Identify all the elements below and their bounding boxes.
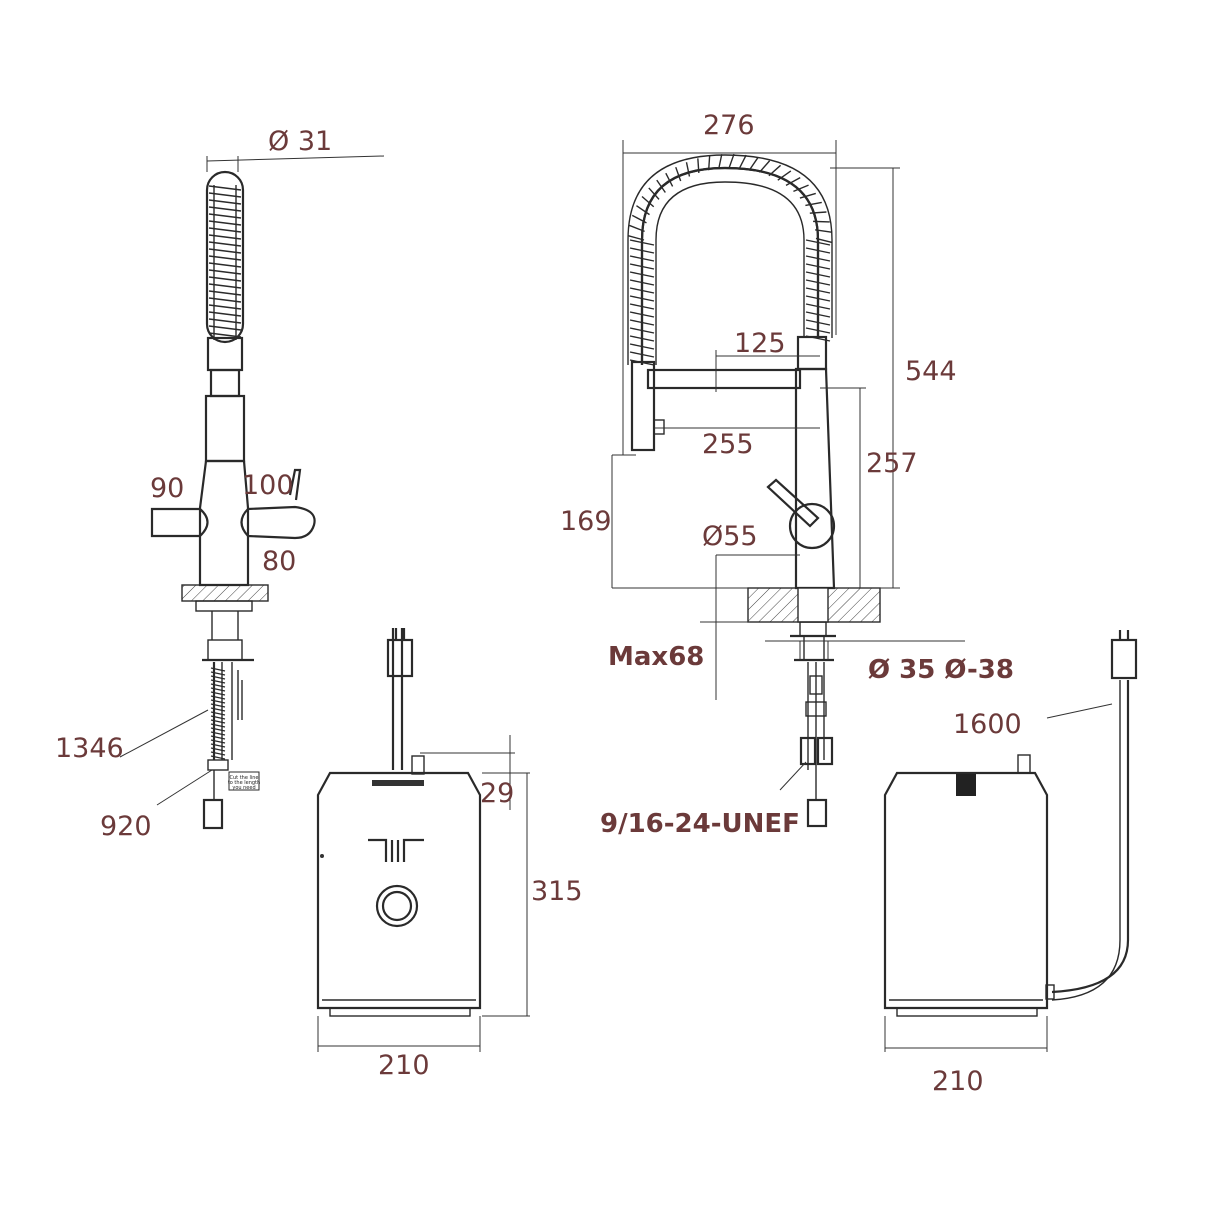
power-button bbox=[375, 884, 419, 928]
dim-90: 90 bbox=[150, 473, 184, 504]
dim-diameter-55: Ø55 bbox=[702, 521, 758, 552]
faucet-front-view bbox=[611, 140, 965, 828]
hoses-side bbox=[202, 662, 243, 830]
dim-29: 29 bbox=[480, 778, 514, 809]
dim-reach-255: 255 bbox=[702, 429, 754, 460]
power-cable bbox=[1051, 680, 1130, 994]
boiler-front-view bbox=[316, 628, 530, 1052]
faucet-body-front bbox=[794, 367, 836, 590]
dim-width-276: 276 bbox=[703, 110, 755, 141]
dim-1600: 1600 bbox=[953, 709, 1022, 740]
dim-max68: Max68 bbox=[608, 642, 704, 672]
dim-diameter-35-38: Ø 35 Ø-38 bbox=[868, 655, 1014, 685]
spray-body bbox=[204, 394, 246, 463]
dim-100: 100 bbox=[242, 470, 294, 501]
plug-left bbox=[386, 638, 414, 678]
handle-lever bbox=[766, 478, 820, 528]
boiler-rear-view bbox=[883, 630, 1138, 1052]
dim-920: 920 bbox=[100, 811, 152, 842]
svg-text:Cut the line: Cut the line bbox=[229, 775, 258, 781]
lever bbox=[288, 468, 302, 501]
dim-height-544: 544 bbox=[905, 356, 957, 387]
boiler-tank-right bbox=[883, 771, 1049, 1010]
mount-nut bbox=[195, 600, 253, 612]
faucet-side-view: Cut the line to the length you need bbox=[119, 155, 385, 830]
brand-logo bbox=[368, 838, 424, 862]
dim-315: 315 bbox=[531, 876, 583, 907]
dim-80: 80 bbox=[262, 546, 296, 577]
svg-text:you need: you need bbox=[232, 785, 255, 791]
handle-hub bbox=[788, 502, 836, 550]
boiler-tank-left bbox=[316, 771, 482, 1010]
right-handle bbox=[240, 505, 316, 540]
dim-257: 257 bbox=[866, 448, 918, 479]
dim-169: 169 bbox=[560, 506, 612, 537]
spring-coil-front bbox=[627, 153, 833, 366]
upper-column bbox=[796, 335, 828, 371]
left-handle bbox=[150, 507, 209, 538]
dim-thread-spec: 9/16-24-UNEF bbox=[600, 809, 800, 839]
deck-mount-side bbox=[181, 584, 269, 602]
spray-head bbox=[209, 368, 241, 398]
dim-210-left: 210 bbox=[378, 1050, 430, 1081]
svg-text:to the length: to the length bbox=[228, 780, 260, 786]
dim-210-right: 210 bbox=[932, 1066, 984, 1097]
spray-head-front bbox=[630, 360, 656, 452]
hose-tag: Cut the line to the length you need bbox=[228, 771, 260, 791]
hoses-front bbox=[799, 662, 834, 828]
dim-125: 125 bbox=[734, 328, 786, 359]
plug-right bbox=[1110, 638, 1138, 680]
dim-diameter-31: Ø 31 bbox=[268, 126, 332, 157]
spring-coil-side bbox=[205, 170, 245, 344]
spout-arm bbox=[646, 368, 802, 390]
dim-1346: 1346 bbox=[55, 733, 124, 764]
